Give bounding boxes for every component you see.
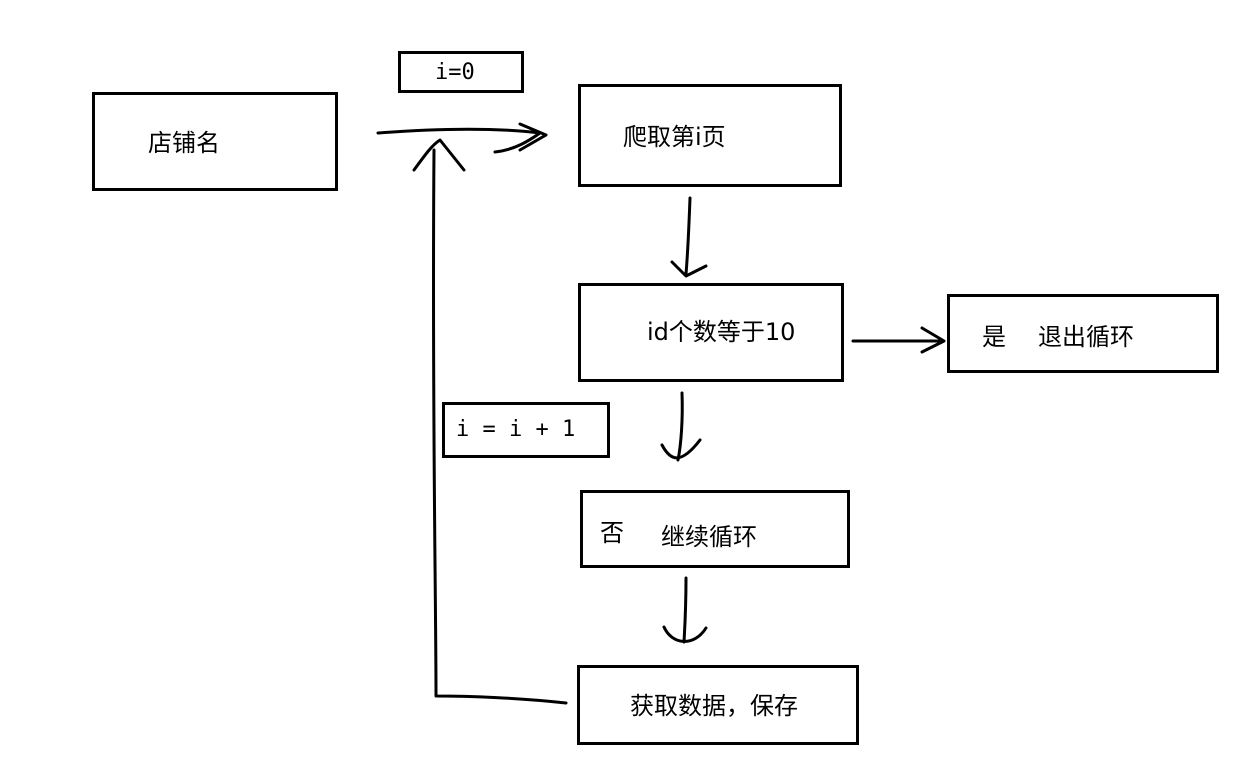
arrow-check-to-continue — [676, 391, 684, 462]
node-init-label: i=0 — [435, 60, 475, 85]
arrow-loop-back — [431, 148, 568, 705]
arrowhead-check-to-exit — [920, 326, 946, 354]
node-continue-loop: 否 继续循环 — [580, 490, 850, 568]
node-increment-label: i = i + 1 — [456, 417, 576, 442]
node-id-check: id个数等于10 — [578, 283, 844, 382]
arrowhead-loop-back — [412, 138, 466, 172]
node-exit-yes-label: 是 — [982, 323, 1006, 351]
arrow-crawl-to-check — [684, 196, 692, 276]
node-shop-name-label: 店铺名 — [148, 129, 220, 157]
node-fetch-save-label: 获取数据，保存 — [630, 692, 798, 720]
arrowhead-check-to-continue — [660, 438, 702, 460]
node-fetch-save: 获取数据，保存 — [577, 665, 859, 745]
arrowhead-crawl-to-check — [670, 260, 708, 278]
arrowhead-shop-to-crawl — [518, 122, 548, 152]
node-continue-loop-label: 继续循环 — [661, 523, 757, 551]
node-continue-no-label: 否 — [600, 519, 624, 547]
node-id-check-label: id个数等于10 — [647, 318, 796, 346]
node-increment: i = i + 1 — [442, 402, 610, 458]
arrowhead-continue-to-fetch — [662, 625, 708, 643]
node-exit-loop-label: 退出循环 — [1038, 323, 1134, 351]
node-exit-loop: 是 退出循环 — [947, 294, 1219, 373]
arrow-continue-to-fetch — [682, 576, 688, 644]
node-crawl-page: 爬取第i页 — [578, 84, 842, 187]
node-init: i=0 — [398, 51, 524, 93]
arrow-shop-to-crawl — [376, 127, 542, 154]
node-shop-name: 店铺名 — [92, 92, 338, 191]
node-crawl-page-label: 爬取第i页 — [623, 123, 726, 151]
